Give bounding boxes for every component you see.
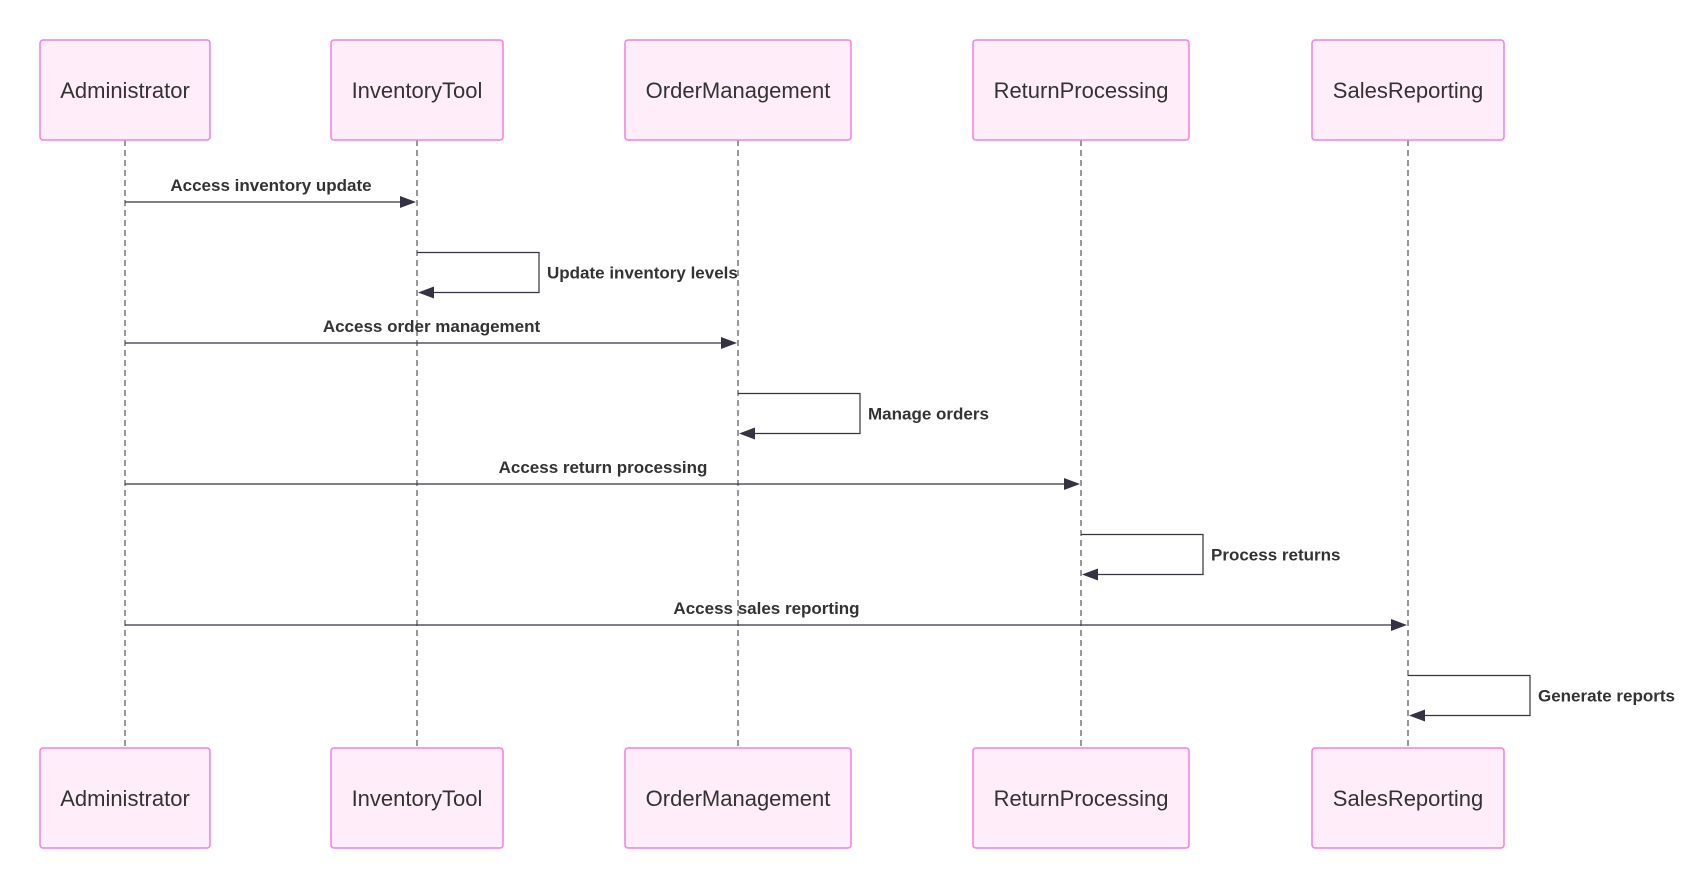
actor-admin-bottom[interactable]: Administrator: [39, 747, 211, 849]
message-1: Access inventory update: [125, 176, 416, 208]
actor-ret-top[interactable]: ReturnProcessing: [972, 39, 1190, 141]
message-label: Manage orders: [868, 405, 989, 424]
arrowhead-icon: [739, 427, 755, 440]
arrowhead-icon: [1082, 568, 1098, 581]
message-label: Access inventory update: [170, 176, 371, 195]
actor-box: [972, 747, 1190, 849]
actor-label: ReturnProcessing: [994, 786, 1169, 811]
arrowhead-icon: [1409, 709, 1425, 722]
actor-label: ReturnProcessing: [994, 78, 1169, 103]
self-message-line: [1408, 674, 1531, 717]
actor-box: [1311, 747, 1505, 849]
message-label: Access order management: [323, 317, 541, 336]
actor-order-top[interactable]: OrderManagement: [624, 39, 852, 141]
actor-box: [330, 747, 504, 849]
actor-label: SalesReporting: [1333, 78, 1483, 103]
actor-inv-bottom[interactable]: InventoryTool: [330, 747, 504, 849]
message-label: Update inventory levels: [547, 264, 738, 283]
actors: AdministratorAdministratorInventoryToolI…: [39, 39, 1505, 849]
actor-box: [1311, 39, 1505, 141]
actor-label: OrderManagement: [646, 78, 831, 103]
actor-label: Administrator: [60, 786, 190, 811]
actor-admin-top[interactable]: Administrator: [39, 39, 211, 141]
arrowhead-icon: [400, 196, 416, 208]
self-message-line: [1081, 533, 1204, 576]
message-label: Process returns: [1211, 546, 1340, 565]
actor-box: [624, 747, 852, 849]
self-message-line: [738, 392, 861, 435]
actor-sales-bottom[interactable]: SalesReporting: [1311, 747, 1505, 849]
actor-box: [624, 39, 852, 141]
message-4: Manage orders: [738, 392, 989, 440]
actor-sales-top[interactable]: SalesReporting: [1311, 39, 1505, 141]
arrowhead-icon: [1391, 619, 1407, 631]
actor-box: [972, 39, 1190, 141]
message-5: Access return processing: [125, 458, 1080, 490]
actor-label: InventoryTool: [352, 78, 483, 103]
message-2: Update inventory levels: [417, 251, 738, 299]
actor-box: [39, 747, 211, 849]
lifelines: [124, 140, 1409, 748]
actor-ret-bottom[interactable]: ReturnProcessing: [972, 747, 1190, 849]
actor-inv-top[interactable]: InventoryTool: [330, 39, 504, 141]
message-8: Generate reports: [1408, 674, 1675, 722]
actor-label: InventoryTool: [352, 786, 483, 811]
arrowhead-icon: [1064, 478, 1080, 490]
actor-label: OrderManagement: [646, 786, 831, 811]
actor-label: Administrator: [60, 78, 190, 103]
actor-box: [330, 39, 504, 141]
arrowhead-icon: [418, 286, 434, 299]
arrowhead-icon: [721, 337, 737, 349]
message-7: Access sales reporting: [125, 599, 1407, 631]
message-label: Access return processing: [499, 458, 708, 477]
self-message-line: [417, 251, 540, 294]
actor-label: SalesReporting: [1333, 786, 1483, 811]
message-3: Access order management: [125, 317, 737, 349]
message-6: Process returns: [1081, 533, 1340, 581]
message-label: Generate reports: [1538, 687, 1675, 706]
actor-box: [39, 39, 211, 141]
actor-order-bottom[interactable]: OrderManagement: [624, 747, 852, 849]
message-label: Access sales reporting: [673, 599, 859, 618]
